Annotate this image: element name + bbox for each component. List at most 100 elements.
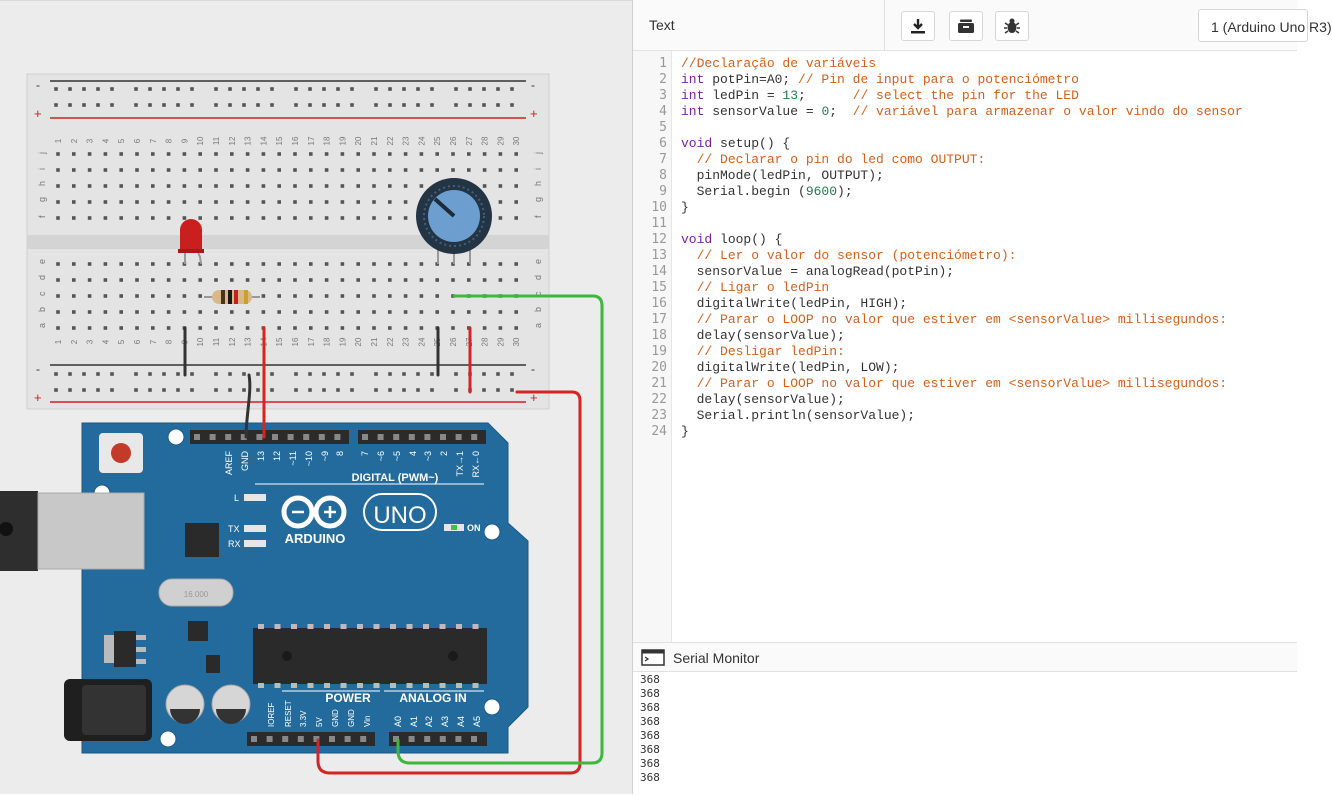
code-line[interactable]: // Parar o LOOP no valor que estiver em …: [681, 376, 1228, 392]
column-number: 1: [54, 138, 63, 143]
line-number: 4: [659, 104, 667, 119]
circuit-svg[interactable]: --++--++11223344556677889910101111121213…: [0, 1, 632, 795]
line-number: 15: [651, 280, 667, 295]
code-line[interactable]: Serial.begin (9600);: [681, 184, 853, 200]
code-token: [681, 312, 697, 327]
code-line[interactable]: delay(sensorValue);: [681, 328, 845, 344]
breadboard-hole: [372, 310, 376, 314]
header-pin: [225, 434, 232, 440]
code-line[interactable]: int ledPin = 13; // select the pin for t…: [681, 88, 1079, 104]
breadboard-hole: [482, 326, 487, 330]
line-number: 7: [659, 152, 667, 167]
code-line[interactable]: }: [681, 424, 689, 440]
code-line[interactable]: pinMode(ledPin, OUTPUT);: [681, 168, 884, 184]
breadboard-hole: [514, 326, 518, 330]
rail-hole: [162, 103, 166, 107]
code-token: pinMode(ledPin, OUTPUT);: [681, 168, 884, 183]
code-line[interactable]: sensorValue = analogRead(potPin);: [681, 264, 954, 280]
wire-green-a0[interactable]: [396, 294, 604, 765]
rail-hole: [162, 372, 166, 376]
code-line[interactable]: // Ler o valor do sensor (potenciómetro)…: [681, 248, 1017, 264]
column-number: 12: [228, 337, 237, 346]
breadboard-hole: [435, 310, 439, 314]
potentiometer-indicator: [433, 197, 456, 218]
digital-pin-label: ~10: [304, 451, 314, 466]
breadboard-hole: [388, 310, 392, 314]
breadboard-hole: [198, 310, 202, 314]
breadboard-hole: [103, 216, 108, 220]
code-line[interactable]: int sensorValue = 0; // variável para ar…: [681, 104, 1243, 120]
wire-red-5v[interactable]: [316, 390, 582, 775]
rail-hole: [228, 372, 232, 376]
digital-pin-label: 2: [439, 451, 449, 456]
column-number: 19: [338, 337, 347, 346]
bug-icon: [1004, 18, 1020, 34]
line-number: 21: [651, 376, 667, 391]
code-line[interactable]: // Parar o LOOP no valor que estiver em …: [681, 312, 1228, 328]
rail-hole: [294, 388, 298, 392]
rail-hole: [270, 87, 274, 91]
code-line[interactable]: int potPin=A0; // Pin de input para o po…: [681, 72, 1079, 88]
code-mode-label[interactable]: Text: [649, 17, 675, 33]
column-number: 7: [149, 339, 158, 344]
red-led: [180, 219, 202, 251]
library-button[interactable]: [949, 11, 983, 41]
breadboard-hole: [261, 278, 266, 282]
breadboard-hole: [166, 310, 171, 314]
code-line[interactable]: }: [681, 200, 689, 216]
rail-hole: [228, 87, 232, 91]
breadboard-hole: [214, 168, 218, 172]
wire-black-gnd[interactable]: [244, 373, 252, 439]
rail-hole: [482, 103, 486, 107]
breadboard-hole: [419, 152, 424, 156]
breadboard-hole: [56, 262, 60, 266]
breadboard-hole: [87, 152, 92, 156]
code-line[interactable]: digitalWrite(ledPin, HIGH);: [681, 296, 908, 312]
digital-pin-label: RX←0: [471, 451, 481, 478]
code-token: // Ligar o ledPin: [696, 280, 830, 295]
serial-line: 368: [640, 673, 660, 686]
breadboard-hole: [166, 216, 171, 220]
debugger-button[interactable]: [995, 11, 1029, 41]
breadboard-hole: [467, 310, 471, 314]
code-line[interactable]: delay(sensorValue);: [681, 392, 845, 408]
code-line[interactable]: // Desligar ledPin:: [681, 344, 845, 360]
column-number: 25: [433, 136, 442, 145]
breadboard-hole: [293, 152, 297, 156]
code-line[interactable]: // Ligar o ledPin: [681, 280, 830, 296]
breadboard-hole: [151, 216, 155, 220]
download-button[interactable]: [901, 11, 935, 41]
power-pin-label: GND: [347, 709, 356, 727]
column-number: 5: [117, 339, 126, 344]
code-line[interactable]: //Declaração de variáveis: [681, 56, 876, 72]
rail-hole: [148, 103, 152, 107]
breadboard-hole: [103, 184, 108, 188]
board-selector[interactable]: 1 (Arduino Uno R3): [1198, 9, 1332, 42]
serial-monitor-header[interactable]: Serial Monitor: [633, 642, 1297, 672]
breadboard-hole: [182, 294, 187, 298]
rail-hole: [214, 103, 218, 107]
rail-minus-sign: -: [36, 78, 40, 92]
code-line[interactable]: Serial.println(sensorValue);: [681, 408, 915, 424]
breadboard-hole: [198, 200, 202, 204]
breadboard-hole: [151, 310, 155, 314]
panel-divider[interactable]: [632, 0, 633, 794]
breadboard-hole: [166, 152, 171, 156]
code-line[interactable]: void loop() {: [681, 232, 782, 248]
breadboard-hole: [277, 200, 281, 204]
digital-pin-label: 4: [408, 451, 418, 456]
rail-hole: [214, 87, 218, 91]
row-letter: b: [533, 307, 543, 312]
digital-pin-label: 13: [256, 451, 266, 461]
column-number: 28: [481, 136, 490, 145]
breadboard-hole: [87, 278, 92, 282]
code-line[interactable]: digitalWrite(ledPin, LOW);: [681, 360, 900, 376]
mcu-pin: [307, 624, 314, 629]
code-line[interactable]: // Declarar o pin do led como OUTPUT:: [681, 152, 986, 168]
code-line[interactable]: void setup() {: [681, 136, 790, 152]
code-token: digitalWrite(ledPin, HIGH);: [681, 296, 908, 311]
